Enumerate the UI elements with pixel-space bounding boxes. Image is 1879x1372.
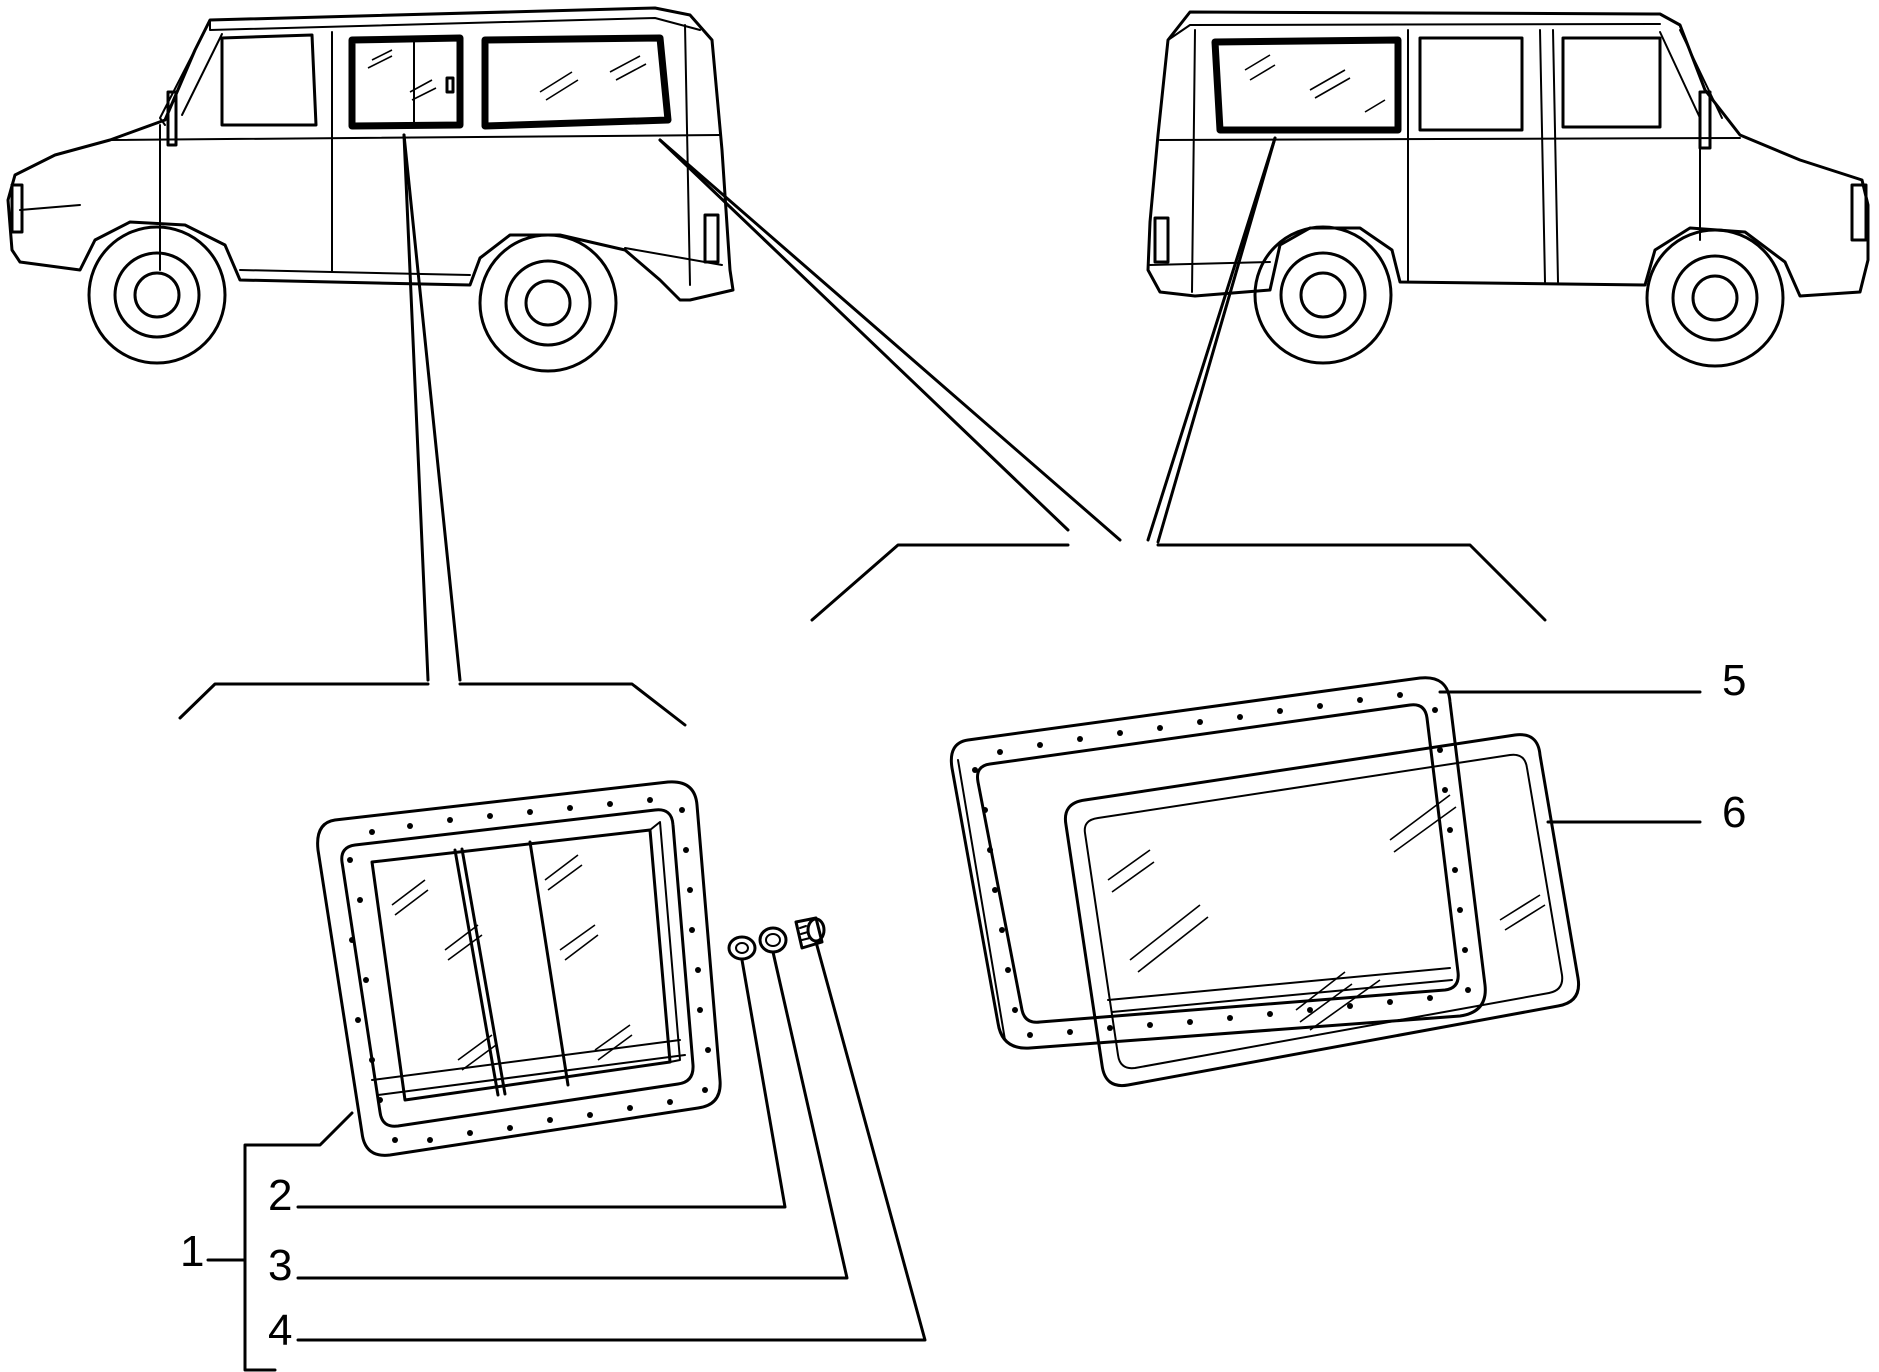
callout-1: 1 [180, 1227, 204, 1276]
callout-3: 3 [268, 1241, 292, 1290]
washer-part-2 [727, 935, 757, 961]
callout-2: 2 [268, 1171, 292, 1220]
ring-part-3 [758, 926, 788, 954]
callout-5: 5 [1722, 656, 1746, 705]
frame-texture [972, 692, 1471, 1038]
fastener-parts [727, 916, 826, 961]
callout-labels: 1 2 3 4 5 6 [180, 656, 1746, 1355]
fixed-window-assembly [949, 676, 1581, 1088]
seal-texture [347, 797, 711, 1143]
van-right-side-view [1146, 10, 1870, 368]
sliding-window-assembly [316, 780, 722, 1157]
callout-6: 6 [1722, 788, 1746, 837]
leader-lines [178, 133, 1547, 727]
callout-leaders [206, 690, 1702, 1372]
van-left-side-view [6, 6, 735, 373]
knob-part-4 [794, 916, 824, 950]
callout-4: 4 [268, 1306, 292, 1355]
